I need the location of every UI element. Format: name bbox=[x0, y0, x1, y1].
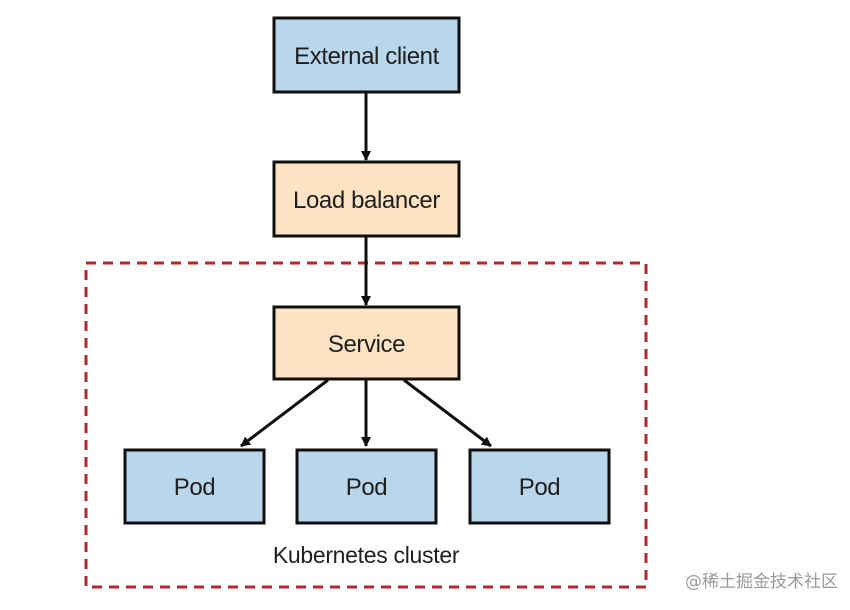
node-pod-3-label: Pod bbox=[519, 474, 561, 501]
node-external-client: External client bbox=[272, 16, 461, 94]
node-service: Service bbox=[272, 305, 461, 381]
node-load-balancer: Load balancer bbox=[272, 160, 461, 238]
node-load-balancer-label: Load balancer bbox=[293, 187, 440, 214]
node-pod-3: Pod bbox=[468, 448, 611, 525]
node-pod-2: Pod bbox=[295, 448, 438, 525]
node-pod-1-label: Pod bbox=[174, 474, 216, 501]
watermark-text: @稀土掘金技术社区 bbox=[685, 572, 838, 592]
cluster-label: Kubernetes cluster bbox=[273, 542, 460, 568]
node-pod-2-label: Pod bbox=[346, 474, 388, 501]
node-external-client-label: External client bbox=[294, 43, 439, 70]
arrow-service-to-pod-1 bbox=[240, 378, 329, 448]
connections bbox=[240, 93, 492, 448]
node-service-label: Service bbox=[328, 331, 405, 358]
arrow-service-to-pod-3 bbox=[403, 378, 492, 448]
node-pod-1: Pod bbox=[123, 448, 266, 525]
